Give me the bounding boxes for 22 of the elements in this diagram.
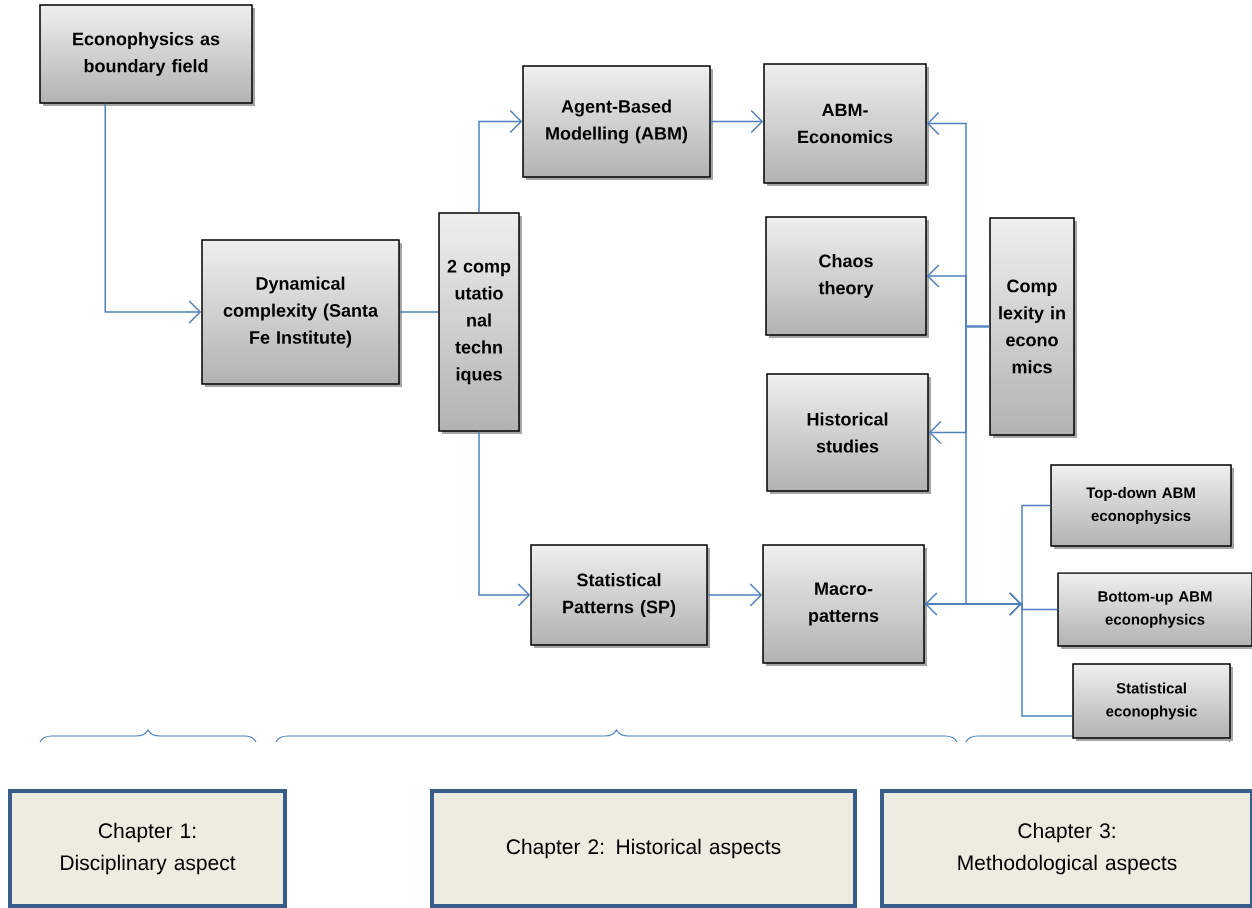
arrow (710, 109, 764, 134)
process-box: Chaos theory (765, 216, 929, 338)
process-box: Top-down ABM econophysics (1050, 464, 1234, 549)
arrow (924, 325, 990, 616)
arrow (478, 431, 531, 607)
process-box: Dynamical complexity (Santa Fe Institute) (201, 239, 402, 387)
connector-line (399, 311, 439, 313)
arrow (707, 583, 763, 607)
process-box: Statistical Patterns (SP) (530, 544, 710, 648)
process-box: Agent-Based Modelling (ABM) (522, 65, 713, 180)
process-box: Comp lexity in econo mics (989, 217, 1077, 438)
process-box: Econophysics as boundary field (39, 4, 255, 106)
process-box: ABM-Economics (763, 63, 929, 186)
process-box: Statistical econophysic (1072, 663, 1233, 741)
chapter-box: Chapter 1: Disciplinary aspect (8, 789, 287, 908)
process-box: Macro-patterns (762, 544, 927, 666)
arrow (478, 109, 523, 213)
process-box: 2 comp utatio nal techn iques (438, 212, 522, 434)
process-box: Historical studies (766, 373, 931, 494)
process-box: Bottom-up ABM econophysics (1057, 572, 1252, 649)
chapter-box: Chapter 3: Methodological aspects (880, 789, 1252, 908)
chapter-box: Chapter 2: Historical aspects (430, 789, 857, 908)
